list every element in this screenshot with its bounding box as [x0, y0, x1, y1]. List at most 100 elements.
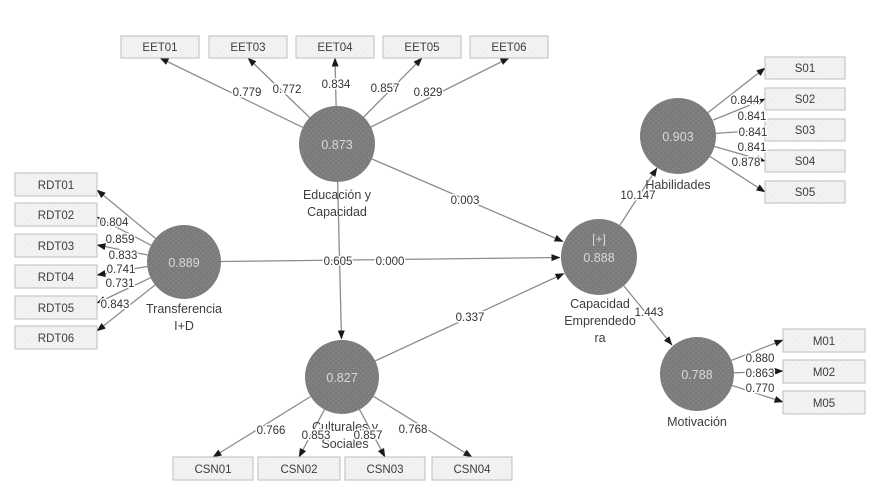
indicator-box-rdt05: RDT05 [14, 295, 98, 320]
construct-label-line: Capacidad [307, 205, 367, 219]
arrow-transferencia-to-rdt05 [96, 277, 151, 304]
construct-value: 0.827 [326, 371, 357, 385]
arrow-culturales-to-csn01 [212, 395, 311, 458]
indicator-label: S04 [795, 156, 816, 168]
indicator-box-eet01: EET01 [120, 35, 200, 59]
arrow-educacion-to-eet04 [331, 57, 339, 107]
indicator-box-s03: S03 [764, 118, 846, 142]
indicator-box-eet03: EET03 [208, 35, 288, 59]
arrow-transferencia-to-rdt03 [96, 243, 148, 256]
loading-rdt03: 0.833 [109, 250, 138, 262]
arrow-culturales-to-csn04 [373, 395, 473, 458]
construct-value: 0.889 [168, 256, 199, 270]
loading-m05: 0.770 [746, 383, 775, 395]
construct-value: 0.903 [662, 130, 693, 144]
construct-label-line: Transferencia [146, 302, 222, 316]
construct-value: 0.788 [681, 368, 712, 382]
loading-rdt04: 0.741 [107, 264, 136, 276]
arrow-transferencia-to-rdt01 [96, 189, 156, 239]
indicator-box-rdt01: RDT01 [14, 172, 98, 197]
indicator-box-s02: S02 [764, 87, 846, 111]
indicator-box-csn03: CSN03 [344, 456, 426, 481]
path-coefficient-educacion-capacidad: 0.003 [451, 195, 480, 207]
arrow-educacion-to-culturales [336, 181, 345, 340]
indicator-box-rdt03: RDT03 [14, 233, 98, 258]
loading-csn02: 0.853 [302, 430, 331, 442]
indicator-box-s04: S04 [764, 149, 846, 173]
arrow-culturales-to-capacidad [374, 272, 565, 362]
path-coefficient-capacidad-motivacion: 1.443 [635, 307, 664, 319]
construct-motivacion: 0.788 Motivación [660, 337, 734, 429]
loading-eet01: 0.779 [233, 87, 262, 99]
arrow-transferencia-to-rdt06 [96, 284, 156, 332]
indicator-label: RDT01 [38, 180, 74, 192]
indicator-label: CSN03 [366, 464, 403, 476]
loading-s04: 0.841 [738, 142, 767, 154]
construct-label-line: Emprendedo [564, 314, 636, 328]
loading-eet03: 0.772 [273, 84, 302, 96]
indicator-label: S05 [795, 187, 815, 199]
arrow-culturales-to-csn03 [358, 409, 386, 458]
indicator-label: CSN04 [453, 464, 491, 476]
indicator-label: S02 [795, 94, 815, 106]
indicator-box-csn04: CSN04 [431, 456, 513, 481]
loading-eet06: 0.829 [414, 87, 443, 99]
loading-m02: 0.863 [746, 368, 775, 380]
indicator-box-m01: M01 [782, 328, 866, 353]
indicator-label: S03 [795, 125, 815, 137]
arrow-habilidades-to-s03 [715, 127, 766, 135]
path-coefficient-culturales-capacidad: 0.337 [456, 312, 485, 324]
construct-capacidad: [+] 0.888 Capacidad Emprendedo ra [561, 219, 637, 345]
construct-habilidades: 0.903 Habilidades [640, 98, 716, 192]
indicator-box-csn01: CSN01 [172, 456, 254, 481]
indicator-box-s01: S01 [764, 56, 846, 80]
arrow-capacidad-to-habilidades [619, 167, 658, 226]
indicator-label: RDT03 [38, 241, 74, 253]
arrow-motivacion-to-m01 [731, 339, 784, 362]
indicator-label: M02 [813, 367, 835, 379]
indicator-label: M05 [813, 398, 835, 410]
construct-tag: [+] [592, 232, 606, 246]
indicator-box-eet04: EET04 [295, 35, 375, 59]
indicator-label: EET05 [404, 42, 439, 54]
loading-s05: 0.878 [732, 157, 761, 169]
loading-csn04: 0.768 [399, 424, 428, 436]
indicator-label: CSN02 [280, 464, 317, 476]
arrow-culturales-to-csn02 [298, 409, 326, 458]
loading-rdt02: 0.859 [106, 234, 135, 246]
arrow-habilidades-to-s02 [712, 98, 766, 121]
indicator-box-m05: M05 [782, 390, 866, 415]
indicator-label: RDT04 [38, 272, 75, 284]
indicator-label: RDT05 [38, 303, 74, 315]
arrow-motivacion-to-m05 [731, 384, 784, 403]
indicator-box-csn02: CSN02 [257, 456, 341, 481]
indicator-box-rdt06: RDT06 [14, 325, 98, 350]
indicator-box-m02: M02 [782, 359, 866, 384]
indicator-label: EET04 [317, 42, 353, 54]
construct-label-line: Motivación [667, 415, 727, 429]
construct-educacion: 0.873 Educación y Capacidad [299, 106, 375, 219]
indicator-label: EET06 [491, 42, 526, 54]
arrow-habilidades-to-s04 [714, 145, 766, 163]
arrow-educacion-to-capacidad [371, 158, 564, 243]
loading-eet04: 0.834 [322, 79, 351, 91]
indicator-box-eet05: EET05 [382, 35, 462, 59]
arrow-educacion-to-eet05 [363, 57, 423, 118]
arrow-educacion-to-eet01 [159, 57, 304, 128]
construct-transferencia: 0.889 Transferencia I+D [146, 225, 222, 333]
indicator-label: CSN01 [194, 464, 231, 476]
loading-eet05: 0.857 [371, 83, 400, 95]
construct-value: 0.873 [321, 138, 352, 152]
arrow-capacidad-to-motivacion [623, 285, 673, 346]
construct-label-line: Educación y [303, 188, 372, 202]
arrow-habilidades-to-s05 [709, 156, 766, 193]
indicator-label: S01 [795, 63, 815, 75]
construct-label-line: I+D [174, 319, 194, 333]
loading-rdt05: 0.731 [106, 278, 135, 290]
construct-label-line: Culturales y [312, 420, 379, 434]
loading-csn01: 0.766 [257, 425, 286, 437]
construct-label-line: ra [594, 331, 605, 345]
arrow-transferencia-to-rdt04 [96, 265, 148, 278]
loading-m01: 0.880 [746, 353, 775, 365]
